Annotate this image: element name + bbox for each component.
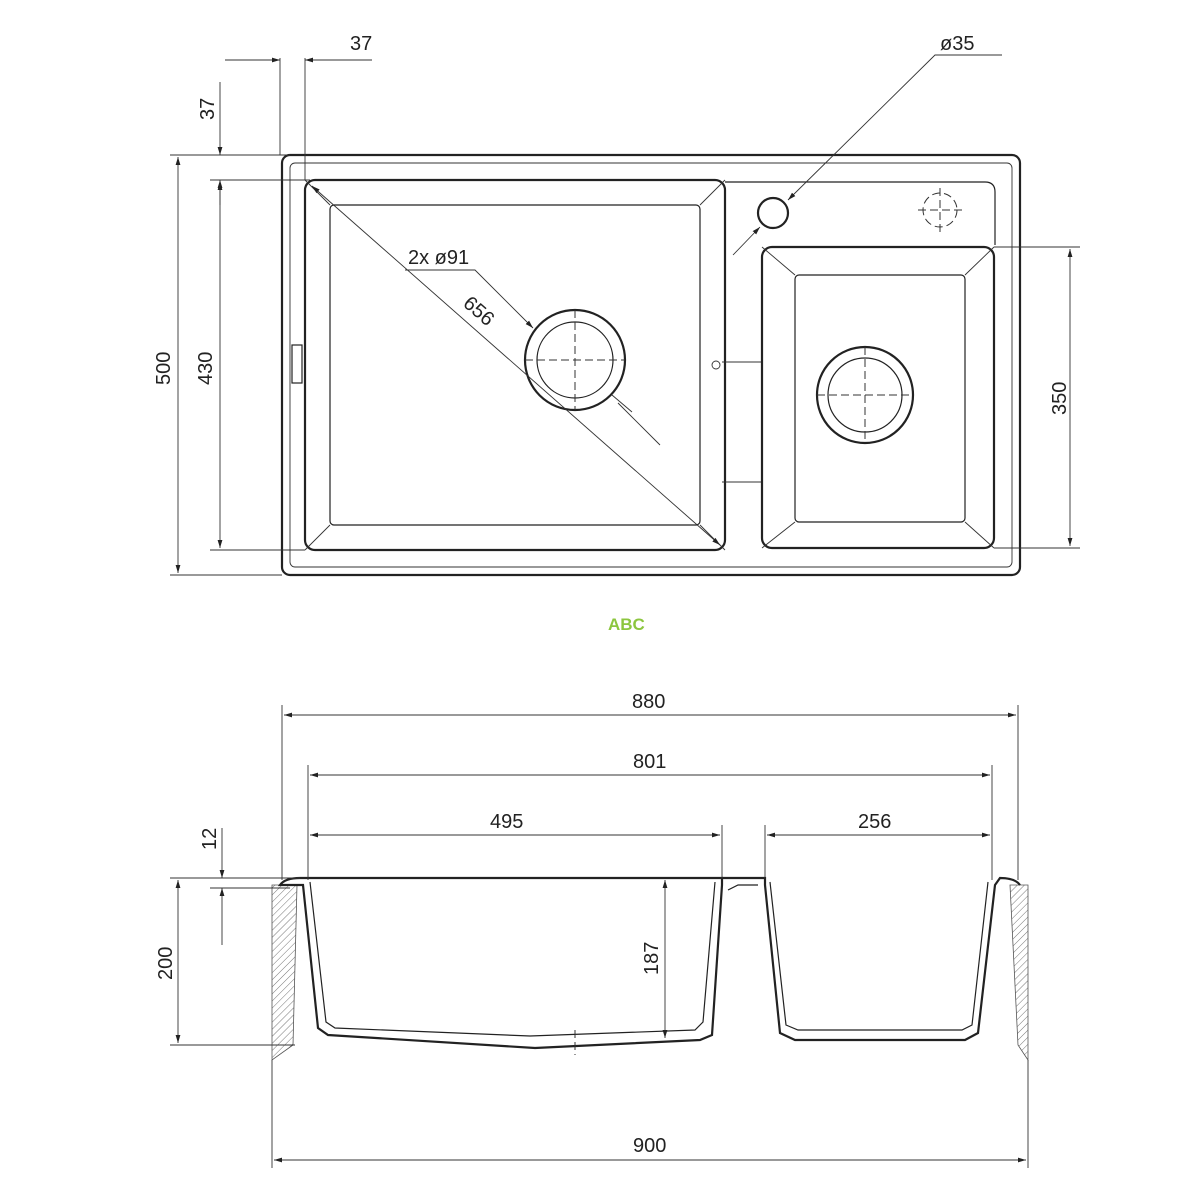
dim-inner-width: 801 — [633, 751, 666, 773]
watermark: ABC — [608, 615, 645, 634]
dim-tap-hole: ø35 — [940, 33, 974, 55]
dim-bowl-depth: 187 — [641, 942, 663, 975]
dim-height: 200 — [155, 947, 177, 980]
section-view: 880 801 495 256 900 200 12 187 — [155, 691, 1029, 1168]
small-bowl — [760, 245, 996, 550]
dim-large-bowl: 495 — [490, 811, 523, 833]
overflow-slot — [291, 344, 303, 384]
top-view: 37 37 500 430 350 ø35 2x ø91 656 — [153, 33, 1080, 577]
small-bowl-section — [722, 876, 1021, 1042]
cabinet-wall-left — [271, 884, 298, 1061]
dim-small-bowl: 256 — [858, 811, 891, 833]
cabinet-wall-right — [1009, 884, 1029, 1062]
dim-inner-depth: 430 — [195, 352, 217, 385]
dim-outer-width: 880 — [632, 691, 665, 713]
optional-tap-hole — [922, 192, 958, 228]
dim-drains: 2x ø91 — [408, 247, 469, 269]
dim-small-bowl-depth: 350 — [1049, 382, 1071, 415]
dim-outer-depth: 500 — [153, 352, 175, 385]
dim-diagonal: 656 — [459, 292, 499, 330]
dim-flange-y: 37 — [197, 98, 219, 120]
dim-flange-x: 37 — [350, 33, 372, 55]
dim-rim: 12 — [199, 828, 221, 850]
dim-cabinet: 900 — [633, 1135, 666, 1157]
tap-hole — [756, 196, 790, 230]
sink-outline — [280, 153, 1022, 577]
